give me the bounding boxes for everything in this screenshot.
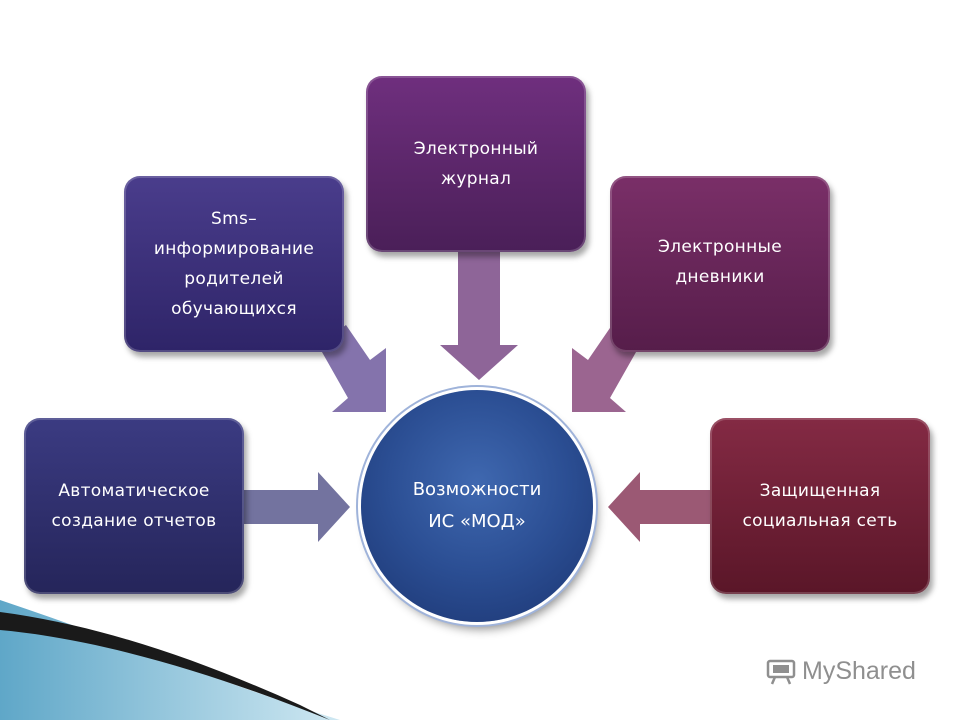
node-reports: Автоматическое создание отчетов <box>24 418 244 594</box>
node-diaries-label: Электронные дневники <box>658 237 782 287</box>
watermark-text: MyShared <box>802 656 916 685</box>
node-journal-label: Электронный журнал <box>413 139 539 189</box>
presentation-icon <box>766 659 796 685</box>
node-sms: Sms– информирование родителей обучающихс… <box>124 176 344 352</box>
node-social: Защищенная социальная сеть <box>710 418 930 594</box>
watermark: MyShared <box>766 656 916 686</box>
node-social-label: Защищенная социальная сеть <box>742 481 898 531</box>
node-journal: Электронный журнал <box>366 76 586 252</box>
swoosh-dark <box>0 612 330 720</box>
center-hub: Возможности ИС «МОД» <box>361 390 593 622</box>
center-hub-label: Возможности ИС «МОД» <box>412 479 542 532</box>
node-sms-label: Sms– информирование родителей обучающихс… <box>153 209 315 319</box>
arrow-journal <box>440 252 518 380</box>
node-diaries: Электронные дневники <box>610 176 830 352</box>
arrow-social <box>608 472 712 542</box>
arrow-reports <box>244 472 350 542</box>
node-reports-label: Автоматическое создание отчетов <box>51 481 217 531</box>
